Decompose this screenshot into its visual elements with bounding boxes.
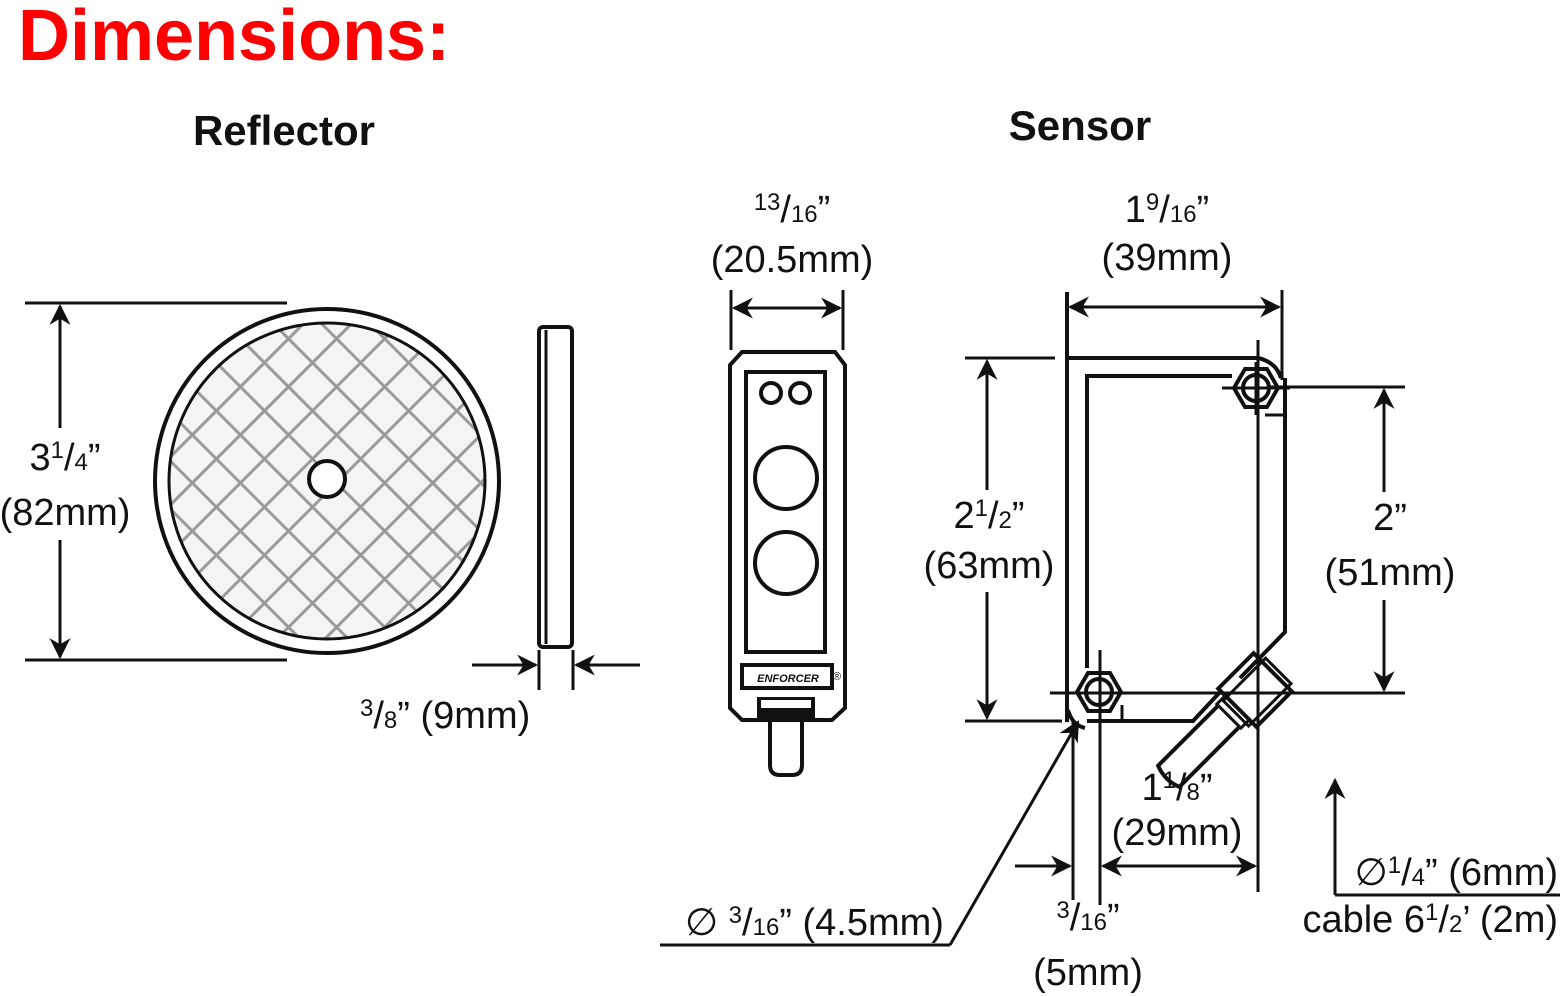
hole-offset-label: 3/16” — [1056, 897, 1119, 939]
hole-diameter-leader — [660, 720, 1080, 947]
reflector-heading: Reflector — [193, 107, 375, 154]
sensor-width-dimension — [1067, 290, 1284, 380]
reflector-side-view — [472, 325, 640, 690]
lens-icon — [753, 445, 819, 511]
sensor-side-view — [728, 350, 847, 777]
sensor-side-width-label: 13/16” — [754, 189, 831, 231]
sensor-heading: Sensor — [1009, 102, 1151, 149]
hole-spacing-horizontal-dimension — [1015, 722, 1258, 900]
sensor-width-metric: (39mm) — [1102, 237, 1233, 279]
page-title: Dimensions: — [18, 0, 450, 76]
brand-logo: ENFORCER — [757, 673, 819, 685]
hole-offset-metric: (5mm) — [1033, 952, 1143, 994]
hole-diameter-label: ∅ 3/16” (4.5mm) — [685, 902, 944, 944]
registered-mark: ® — [833, 671, 841, 683]
hole-spacing-vertical-label: 2” — [1373, 497, 1407, 539]
lens-icon — [753, 530, 819, 596]
sensor-height-dimension — [965, 356, 1062, 723]
hole-spacing-horizontal-label: 11/8” — [1141, 767, 1212, 809]
cable-length-label: cable 61/2’ (2m) — [1302, 899, 1558, 941]
cable-leader — [1324, 777, 1560, 897]
sensor-side-width-dimension — [729, 290, 845, 350]
reflector-diameter-dimension — [25, 301, 287, 662]
sensor-width-label: 19/16” — [1125, 189, 1209, 231]
reflector-diameter-metric: (82mm) — [0, 492, 130, 534]
reflector-front-view — [153, 307, 501, 655]
hole-spacing-horizontal-metric: (29mm) — [1112, 812, 1243, 854]
sensor-height-metric: (63mm) — [924, 545, 1055, 587]
reflector-thickness-label: 3/8” (9mm) — [360, 695, 530, 737]
sensor-height-label: 21/2” — [953, 495, 1024, 537]
hole-spacing-vertical-dimension — [1270, 385, 1405, 693]
reflector-diameter-label: 31/4” — [29, 437, 100, 479]
hole-spacing-vertical-metric: (51mm) — [1325, 552, 1456, 594]
sensor-side-width-metric: (20.5mm) — [711, 239, 874, 281]
cable-diameter-label: ∅1/4” (6mm) — [1355, 852, 1558, 894]
cable-gland — [1155, 650, 1295, 790]
